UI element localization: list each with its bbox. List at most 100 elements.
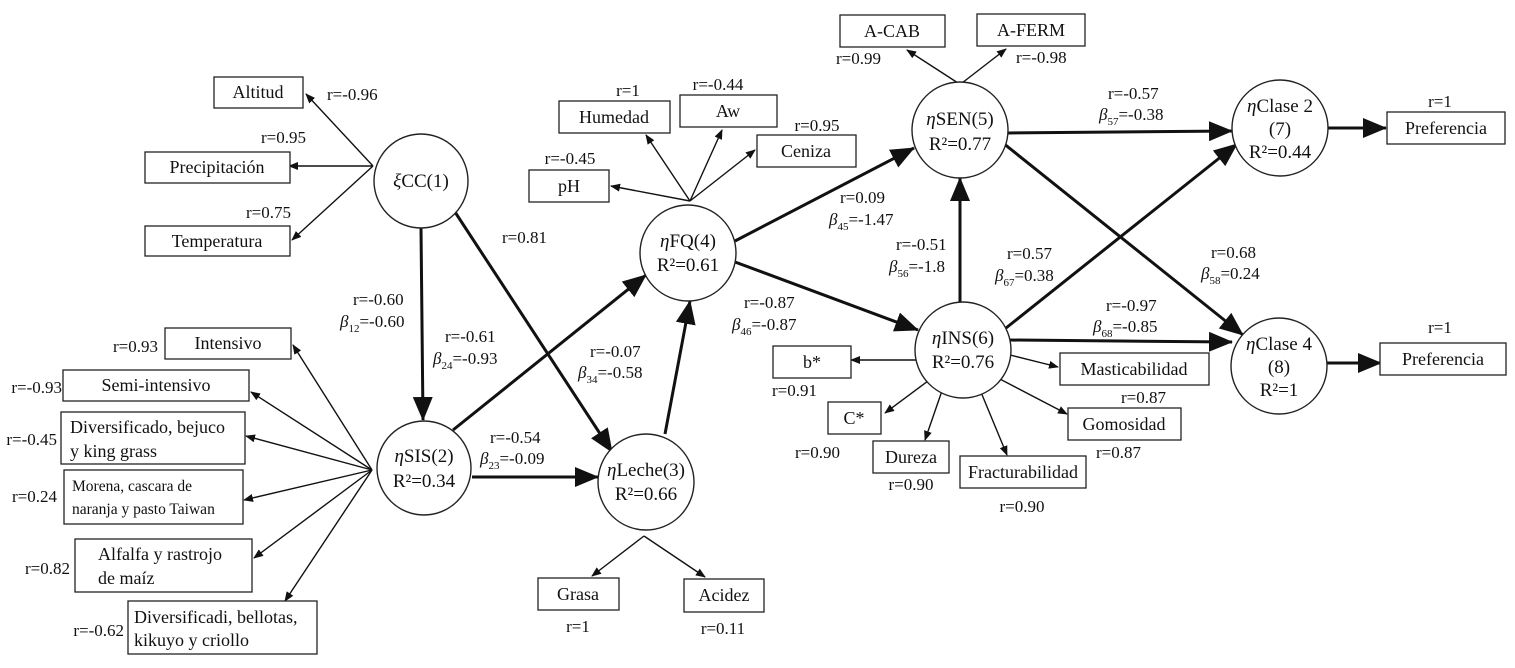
svg-text:r=0.57: r=0.57 (1007, 244, 1052, 263)
indicator-cstar: C* r=0.90 (795, 401, 882, 462)
svg-text:β46=-0.87: β46=-0.87 (731, 315, 797, 338)
indicator-bstar: b* r=0.91 (772, 345, 852, 400)
indicator-fracturabilidad: Fracturabilidad r=0.90 (959, 455, 1087, 516)
svg-text:A-FERM: A-FERM (997, 20, 1065, 40)
indicator-precipitacion: Precipitación r=0.95 (144, 128, 306, 184)
path-label-24: r=-0.61 β24=-0.93 (432, 327, 497, 372)
indicator-diversificadi: Diversificadi, bellotas, kikuyo y crioll… (73, 600, 318, 655)
svg-text:r=0.24: r=0.24 (12, 487, 57, 506)
indicator-masticabilidad: Masticabilidad r=0.87 (1059, 352, 1210, 407)
svg-text:Intensivo: Intensivo (195, 333, 262, 353)
svg-text:ηFQ(4): ηFQ(4) (660, 231, 716, 252)
svg-text:r=-0.51: r=-0.51 (896, 235, 947, 254)
svg-text:R²=0.77: R²=0.77 (929, 134, 991, 155)
svg-text:r=-0.62: r=-0.62 (73, 621, 124, 640)
arrow-sis-morena (243, 469, 373, 502)
svg-text:β67=0.38: β67=0.38 (994, 266, 1054, 289)
node-cc: ξCC(1) (373, 133, 469, 229)
svg-text:β12=-0.60: β12=-0.60 (339, 312, 404, 335)
indicator-diversificado: Diversificado, bejuco y king grass r=-0.… (6, 411, 246, 465)
arrow-sis-semiintensivo (250, 391, 373, 471)
indicator-aferm: A-FERM r=-0.98 (976, 13, 1086, 67)
svg-text:Diversificado, bejuco: Diversificado, bejuco (70, 417, 225, 437)
path-ins-clase4 (1009, 331, 1233, 352)
node-clase4: ηClase 4 (8) R²=1 (1230, 317, 1328, 415)
path-label-67: r=0.57 β67=0.38 (994, 244, 1054, 289)
indicator-temperatura: Temperatura r=0.75 (144, 203, 291, 257)
svg-text:r=-0.97: r=-0.97 (1106, 296, 1157, 315)
svg-text:r=0.90: r=0.90 (1000, 497, 1045, 516)
path-cc-sis (412, 227, 433, 421)
svg-text:pH: pH (558, 176, 580, 196)
arrow-sen-aferm (961, 48, 1007, 84)
svg-text:r=1: r=1 (566, 617, 590, 636)
svg-text:Alfalfa y rastrojo: Alfalfa y rastrojo (98, 544, 222, 564)
arrow-ins-gomosidad (995, 376, 1068, 415)
svg-text:β57=-0.38: β57=-0.38 (1098, 105, 1163, 128)
path-sen-clase4 (1002, 141, 1244, 337)
path-label-23: r=-0.54 β23=-0.09 (479, 428, 544, 472)
svg-text:β68=-0.85: β68=-0.85 (1092, 317, 1157, 340)
svg-text:r=-0.57: r=-0.57 (1108, 84, 1159, 103)
indicator-preferencia-clase4: Preferencia r=1 (1379, 318, 1507, 376)
indicator-alfalfa: Alfalfa y rastrojo de maíz r=0.82 (25, 538, 253, 593)
svg-text:Humedad: Humedad (579, 107, 649, 127)
svg-text:naranja y pasto Taiwan: naranja y pasto Taiwan (72, 501, 215, 518)
arrow-ins-fracturabilidad (977, 384, 1008, 456)
svg-text:r=0.75: r=0.75 (246, 203, 291, 222)
arrow-sis-diversificadi (284, 469, 373, 602)
svg-text:A-CAB: A-CAB (864, 21, 920, 41)
svg-text:ηSEN(5): ηSEN(5) (926, 109, 994, 130)
indicator-morena: Morena, cascara de naranja y pasto Taiwa… (12, 469, 244, 525)
svg-text:Preferencia: Preferencia (1402, 349, 1484, 369)
svg-text:r=0.87: r=0.87 (1121, 388, 1166, 407)
svg-text:Aw: Aw (716, 101, 740, 121)
arrow-fq-ceniza (689, 149, 756, 202)
path-label-56: r=-0.51 β56=-1.8 (888, 235, 947, 280)
svg-text:r=-0.93: r=-0.93 (11, 378, 62, 397)
svg-text:Dureza: Dureza (885, 447, 937, 467)
arrow-cc-temperatura (291, 165, 374, 241)
path-ins-clase2 (1005, 142, 1238, 330)
svg-text:r=0.95: r=0.95 (795, 116, 840, 135)
svg-text:y king grass: y king grass (70, 441, 157, 461)
svg-text:R²=0.76: R²=0.76 (932, 352, 994, 373)
svg-text:β56=-1.8: β56=-1.8 (888, 257, 945, 280)
svg-text:β45=-1.47: β45=-1.47 (828, 210, 894, 233)
node-leche: ηLeche(3) R²=0.66 (597, 433, 695, 531)
arrow-ins-dureza (924, 384, 945, 441)
svg-text:C*: C* (843, 408, 864, 428)
svg-text:de maíz: de maíz (98, 568, 154, 588)
svg-text:r=0.82: r=0.82 (25, 559, 70, 578)
path-label-57: r=-0.57 β57=-0.38 (1098, 84, 1163, 128)
svg-text:Acidez: Acidez (699, 585, 750, 605)
arrow-sis-intensivo (292, 344, 373, 471)
svg-text:β34=-0.58: β34=-0.58 (577, 363, 642, 386)
svg-text:r=1: r=1 (1428, 318, 1452, 337)
path-fq-ins (734, 260, 919, 332)
svg-text:r=0.68: r=0.68 (1211, 243, 1256, 262)
node-sis: ηSIS(2) R²=0.34 (376, 420, 472, 516)
svg-text:Masticabilidad: Masticabilidad (1081, 359, 1188, 379)
svg-text:b*: b* (803, 352, 821, 372)
svg-text:r=0.91: r=0.91 (772, 381, 817, 400)
indicator-gomosidad: Gomosidad r=0.87 (1067, 407, 1182, 462)
svg-text:r=-0.60: r=-0.60 (353, 290, 404, 309)
svg-text:r=-0.61: r=-0.61 (445, 327, 496, 346)
path-sen-clase2 (1007, 121, 1233, 142)
svg-text:β24=-0.93: β24=-0.93 (432, 349, 497, 372)
indicator-ph: pH r=-0.45 (528, 149, 610, 203)
svg-text:r=-0.07: r=-0.07 (590, 342, 641, 361)
path-label-68: r=-0.97 β68=-0.85 (1092, 296, 1157, 340)
svg-text:R²=1: R²=1 (1260, 380, 1299, 401)
path-label-46: r=-0.87 β46=-0.87 (731, 293, 797, 338)
path-fq-sen (734, 146, 915, 243)
svg-text:Altitud: Altitud (232, 82, 283, 102)
arrow-fq-aw (689, 129, 723, 202)
node-sen: ηSEN(5) R²=0.77 (911, 81, 1009, 179)
indicator-intensivo: Intensivo r=0.93 (113, 327, 292, 360)
arrow-sis-alfalfa (253, 469, 373, 559)
svg-text:Temperatura: Temperatura (172, 231, 263, 251)
node-clase2: ηClase 2 (7) R²=0.44 (1231, 79, 1329, 177)
indicator-dureza: Dureza r=0.90 (872, 440, 950, 494)
